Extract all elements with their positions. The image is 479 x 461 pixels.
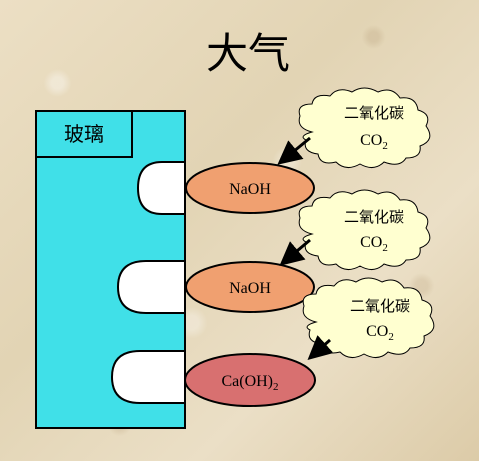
cavity-1 (136, 161, 186, 215)
atmosphere-title: 大气 (206, 29, 290, 78)
cloud-shape-1 (298, 87, 431, 168)
arrow-2 (279, 238, 311, 266)
arrow-3 (307, 335, 334, 360)
co2-cloud-1: 二氧化碳 CO2 (298, 87, 431, 168)
co2-cloud-2: 二氧化碳 CO2 (298, 189, 431, 270)
cloud-formula-2: CO2 (360, 234, 388, 254)
cloud-label-1: 二氧化碳 (344, 104, 404, 122)
reagent-label-caoh2: Ca(OH)2 (221, 373, 278, 393)
reagent-label-naoh-2: NaOH (229, 280, 271, 297)
cavity-2 (116, 260, 186, 314)
cloud-label-3: 二氧化碳 (350, 297, 410, 315)
glass-label: 玻璃 (64, 122, 104, 146)
arrow-1 (277, 136, 311, 165)
cloud-shape-2 (298, 189, 431, 270)
cloud-formula-3: CO2 (366, 323, 394, 343)
reagent-ellipse-caoh2 (184, 353, 316, 407)
reagent-label-naoh-1: NaOH (229, 181, 271, 198)
cloud-label-2: 二氧化碳 (344, 208, 404, 226)
reagent-ellipse-naoh-2 (185, 261, 315, 313)
reagent-ellipse-naoh-1 (185, 162, 315, 214)
cloud-formula-1: CO2 (360, 132, 388, 152)
cavity-3 (110, 350, 186, 404)
glass-label-box (35, 110, 133, 158)
